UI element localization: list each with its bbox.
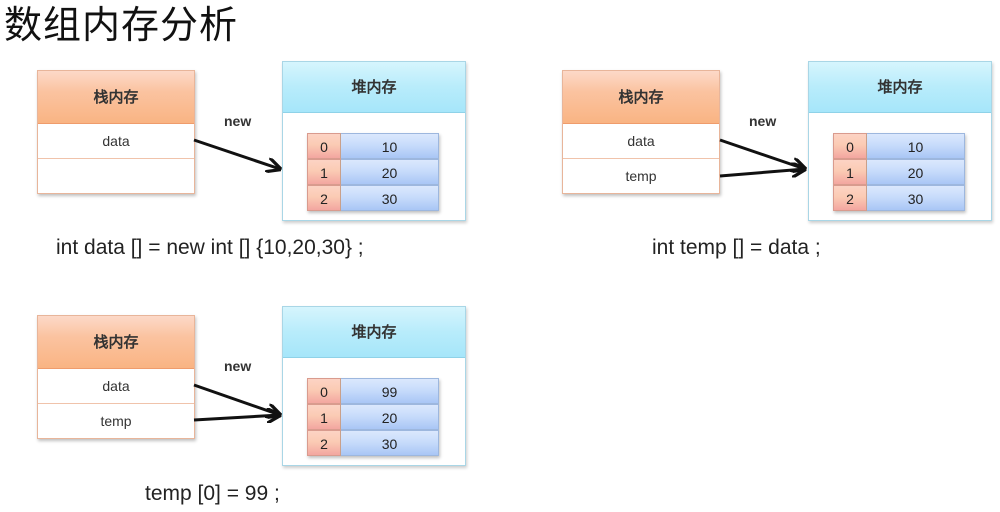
array-value: 10 [341, 133, 439, 159]
array-value: 30 [867, 185, 965, 211]
array-index: 0 [307, 378, 341, 404]
page-title: 数组内存分析 [4, 3, 239, 47]
stack-memory-box: 栈内存 data temp [37, 315, 195, 439]
array-value: 20 [341, 404, 439, 430]
stack-memory-box: 栈内存 data [37, 70, 195, 194]
stack-header: 栈内存 [38, 316, 194, 369]
new-label: new [749, 113, 777, 129]
array-index: 2 [307, 185, 341, 211]
array-row: 2 30 [307, 430, 439, 456]
code-statement: int data [] = new int [] {10,20,30} ; [56, 236, 364, 259]
array-index: 1 [833, 159, 867, 185]
array-value: 30 [341, 185, 439, 211]
array-block: 0 10 1 20 2 30 [833, 133, 965, 211]
heap-header: 堆内存 [283, 62, 465, 113]
new-label: new [224, 113, 252, 129]
heap-header: 堆内存 [283, 307, 465, 358]
stack-row-data: data [563, 124, 719, 159]
array-index: 1 [307, 404, 341, 430]
stack-row-temp: temp [100, 413, 132, 429]
stack-header: 栈内存 [563, 71, 719, 124]
array-index: 0 [833, 133, 867, 159]
array-row: 0 10 [307, 133, 439, 159]
code-statement: int temp [] = data ; [652, 236, 821, 259]
stack-row-temp: temp [625, 168, 657, 184]
stack-row-data: data [38, 124, 194, 159]
stack-row-data: data [38, 369, 194, 404]
arrow-data-to-heap [719, 138, 805, 169]
heap-memory-box: 堆内存 0 10 1 20 2 30 [808, 61, 992, 221]
code-statement: temp [0] = 99 ; [145, 482, 280, 505]
array-value: 20 [867, 159, 965, 185]
array-row: 0 10 [833, 133, 965, 159]
array-index: 0 [307, 133, 341, 159]
array-block: 0 99 1 20 2 30 [307, 378, 439, 456]
arrow-data-to-heap [193, 383, 280, 415]
array-row: 2 30 [833, 185, 965, 211]
array-index: 2 [307, 430, 341, 456]
array-value: 10 [867, 133, 965, 159]
array-index: 2 [833, 185, 867, 211]
new-label: new [224, 358, 252, 374]
array-row: 2 30 [307, 185, 439, 211]
array-block: 0 10 1 20 2 30 [307, 133, 439, 211]
array-row: 1 20 [307, 159, 439, 185]
stack-header: 栈内存 [38, 71, 194, 124]
array-row: 1 20 [307, 404, 439, 430]
arrow-data-to-heap [193, 138, 280, 169]
array-value: 30 [341, 430, 439, 456]
heap-header: 堆内存 [809, 62, 991, 113]
array-index: 1 [307, 159, 341, 185]
array-value: 20 [341, 159, 439, 185]
array-value: 99 [341, 378, 439, 404]
arrow-temp-to-heap [719, 169, 805, 176]
heap-memory-box: 堆内存 0 10 1 20 2 30 [282, 61, 466, 221]
heap-memory-box: 堆内存 0 99 1 20 2 30 [282, 306, 466, 466]
array-row: 0 99 [307, 378, 439, 404]
array-row: 1 20 [833, 159, 965, 185]
arrow-temp-to-heap [193, 415, 280, 420]
stack-memory-box: 栈内存 data temp [562, 70, 720, 194]
